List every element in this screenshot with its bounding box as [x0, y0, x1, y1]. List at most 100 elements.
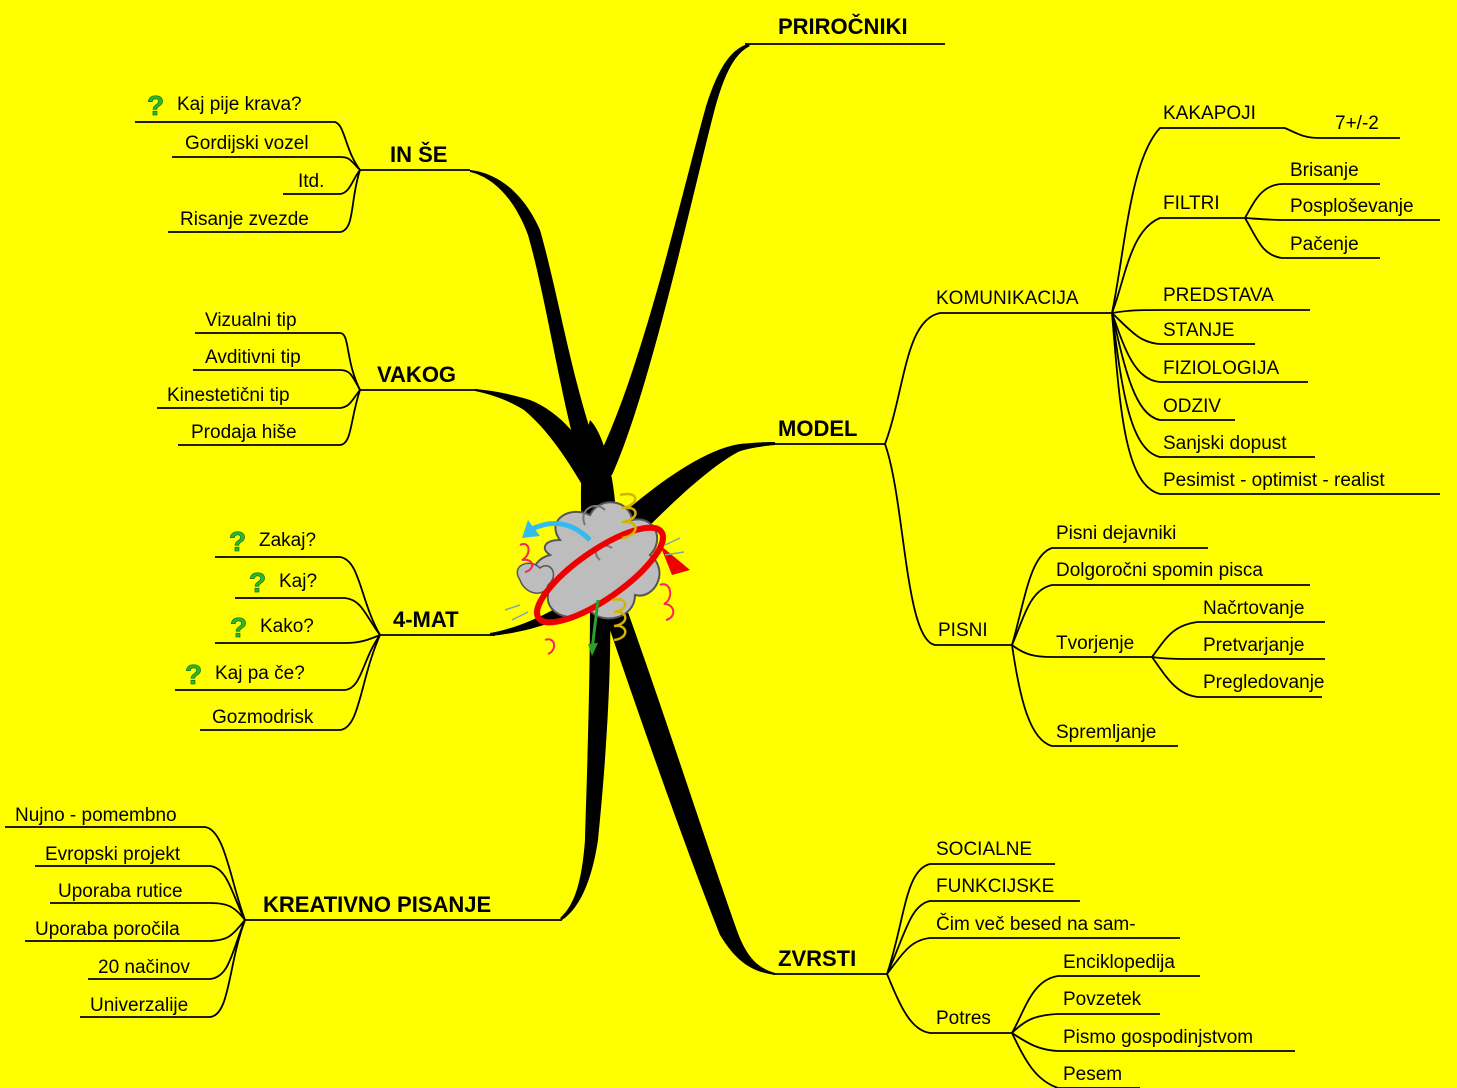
link-tvorjenje-3 [1151, 656, 1322, 698]
list-item[interactable]: Čim več besed na sam- [936, 914, 1136, 935]
link-in-se-4 [168, 169, 361, 233]
question-icon: ? [249, 567, 267, 597]
link-filtri-3 [1244, 217, 1380, 259]
svg-text:?: ? [229, 526, 246, 556]
list-item[interactable]: Pesimist - optimist - realist [1163, 470, 1385, 491]
link-zvrsti-2 [886, 900, 1080, 975]
list-item[interactable]: Gordijski vozel [185, 133, 309, 154]
list-item[interactable]: Uporaba rutice [58, 881, 183, 902]
list-item[interactable]: Spremljanje [1056, 722, 1157, 743]
branch-title-zvrsti[interactable]: ZVRSTI [778, 946, 857, 971]
sub-branch-kakapoji[interactable]: KAKAPOJI [1163, 103, 1256, 124]
list-item[interactable]: Enciklopedija [1063, 952, 1175, 973]
link-kakapoji [1111, 127, 1285, 314]
link-potres-2 [1011, 1013, 1160, 1034]
list-item[interactable]: Pisni dejavniki [1056, 523, 1177, 544]
question-icon: ? [230, 612, 248, 642]
branch-title-prirocniki[interactable]: PRIROČNIKI [778, 14, 908, 39]
link-potres [886, 973, 1012, 1034]
list-item[interactable]: ? Kaj pije krava? [145, 90, 302, 120]
trunk-model [615, 442, 775, 545]
list-item[interactable]: ? Kaj? [247, 567, 317, 597]
list-item[interactable]: Pismo gospodinjstvom [1063, 1027, 1254, 1048]
branch-lines [5, 43, 1440, 1088]
sub-branch-pisni[interactable]: PISNI [938, 620, 988, 641]
list-item[interactable]: 20 načinov [98, 957, 190, 978]
list-item[interactable]: Prodaja hiše [191, 422, 297, 443]
trunk-zvrsti [600, 590, 775, 975]
question-icon: ? [229, 526, 247, 556]
svg-text:?: ? [230, 612, 247, 642]
list-item[interactable]: Nujno - pomembno [15, 805, 177, 826]
link-vakog-2 [193, 369, 361, 391]
branch-title-in-se[interactable]: IN ŠE [390, 142, 448, 167]
list-item[interactable]: Vizualni tip [205, 310, 297, 331]
explosion-icon [504, 492, 690, 656]
link-4mat-4 [175, 634, 381, 691]
list-item-label: Kaj pije krava? [177, 94, 302, 116]
link-kreativno-4 [25, 919, 246, 942]
link-pisni-1 [1011, 547, 1208, 646]
branch-title-model[interactable]: MODEL [778, 416, 858, 441]
branch-title-vakog[interactable]: VAKOG [377, 362, 457, 387]
link-4mat-5 [200, 634, 381, 731]
sub-branch-filtri[interactable]: FILTRI [1163, 193, 1220, 214]
link-4mat-1 [215, 556, 381, 636]
list-item[interactable]: Pesem [1063, 1064, 1123, 1085]
list-item-label: Kaj? [279, 571, 318, 593]
trunk-in-se [470, 170, 605, 480]
link-4mat-2 [235, 597, 381, 636]
link-zvrsti-3 [886, 937, 1180, 975]
list-item[interactable]: Gozmodrisk [212, 707, 314, 728]
link-tvorjenje [1011, 644, 1152, 658]
list-item[interactable]: Sanjski dopust [1163, 433, 1287, 454]
list-item[interactable]: Evropski projekt [45, 844, 181, 865]
list-item[interactable]: Posploševanje [1290, 196, 1414, 217]
link-kom-1 [1111, 309, 1310, 314]
list-item[interactable]: FUNKCIJSKE [936, 876, 1055, 897]
list-item[interactable]: Avditivni tip [205, 347, 301, 368]
link-kom-4 [1111, 312, 1235, 421]
list-item[interactable]: Kinestetični tip [167, 385, 290, 406]
list-item[interactable]: 7+/-2 [1335, 113, 1379, 134]
link-in-se-1 [135, 121, 361, 171]
list-item[interactable]: Uporaba poročila [35, 919, 180, 940]
trunk-prirocniki [592, 44, 750, 475]
link-vakog-1 [195, 332, 361, 391]
link-komunikacija [884, 312, 1112, 445]
list-item[interactable]: Risanje zvezde [180, 209, 309, 230]
branch-title-kreativno[interactable]: KREATIVNO PISANJE [263, 892, 492, 917]
list-item[interactable]: FIZIOLOGIJA [1163, 358, 1280, 379]
link-in-se-3 [283, 169, 361, 195]
sub-branch-komunikacija[interactable]: KOMUNIKACIJA [936, 288, 1079, 309]
sub-branch-tvorjenje[interactable]: Tvorjenje [1056, 633, 1135, 654]
list-item[interactable]: ?Kaj pa če? [183, 659, 305, 689]
link-vakog-4 [178, 389, 361, 446]
link-kreativno-6 [80, 919, 246, 1018]
link-potres-1 [1011, 975, 1200, 1034]
list-item[interactable]: PREDSTAVA [1163, 285, 1274, 306]
link-kom-2 [1111, 312, 1255, 345]
list-item[interactable]: ? Zakaj? [227, 526, 316, 556]
list-item[interactable]: Brisanje [1290, 160, 1359, 181]
sub-branch-potres[interactable]: Potres [936, 1008, 991, 1029]
link-kom-3 [1111, 312, 1308, 383]
list-item[interactable]: Itd. [298, 171, 325, 192]
question-icon: ? [147, 90, 165, 120]
list-item[interactable]: ODZIV [1163, 396, 1222, 417]
list-item[interactable]: SOCIALNE [936, 839, 1033, 860]
link-4mat-3 [215, 634, 381, 644]
list-item[interactable]: Povzetek [1063, 989, 1142, 1010]
list-item[interactable]: STANJE [1163, 320, 1235, 341]
list-item[interactable]: Dolgoročni spomin pisca [1056, 560, 1263, 581]
list-item[interactable]: Pačenje [1290, 234, 1359, 255]
list-item[interactable]: Pretvarjanje [1203, 635, 1305, 656]
list-item[interactable]: ?Kako? [228, 612, 314, 642]
list-item[interactable]: Načrtovanje [1203, 598, 1305, 619]
list-item[interactable]: Univerzalije [90, 995, 189, 1016]
branch-title-4mat[interactable]: 4-MAT [393, 607, 459, 632]
list-item-label: Zakaj? [259, 530, 317, 552]
link-vakog-3 [157, 389, 361, 409]
link-filtri [1111, 217, 1245, 314]
list-item[interactable]: Pregledovanje [1203, 672, 1325, 693]
